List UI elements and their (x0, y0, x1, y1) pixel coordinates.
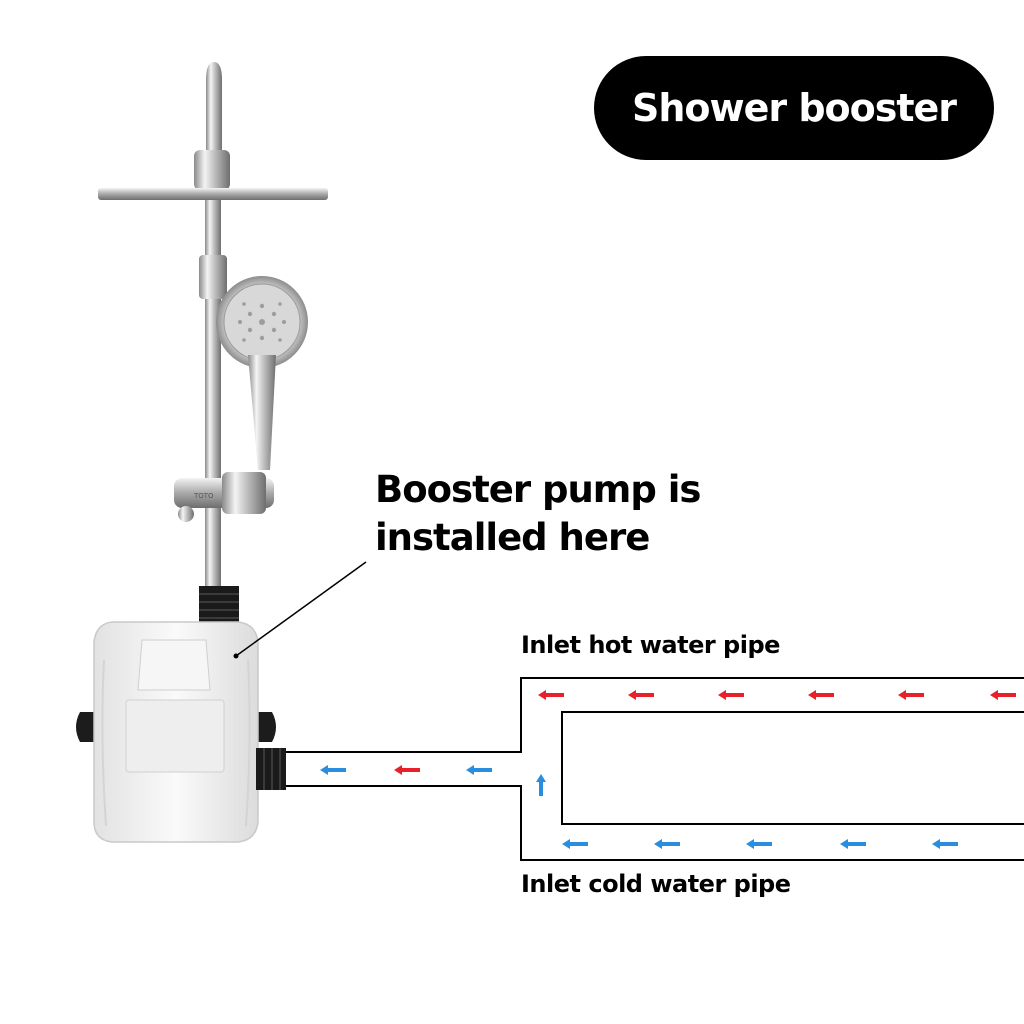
callout-leader-line (235, 561, 367, 657)
pump-front-panel (125, 699, 225, 773)
pump-location-callout: Booster pump is installed here (375, 466, 701, 562)
callout-line-2: installed here (375, 516, 650, 559)
cold-arrow (654, 839, 680, 849)
hot-arrow (538, 690, 564, 700)
hot-pipe-outer-edge (286, 677, 1024, 753)
callout-line-1: Booster pump is (375, 468, 701, 511)
mixed-flow-arrows (320, 765, 492, 775)
shower-column: TOTO (98, 62, 328, 624)
cold-arrow (932, 839, 958, 849)
hot-arrow (808, 690, 834, 700)
upper-holder (199, 255, 227, 299)
gooseneck (206, 62, 222, 160)
cold-arrow (840, 839, 866, 849)
hot-arrow (898, 690, 924, 700)
hot-arrow (394, 765, 420, 775)
hot-arrow (990, 690, 1016, 700)
faucet-brand-mark: TOTO (193, 492, 214, 500)
hot-pipe-label: Inlet hot water pipe (521, 631, 780, 659)
rain-head-connector (194, 150, 230, 190)
hot-arrow (628, 690, 654, 700)
shower-handle (248, 355, 276, 470)
cold-pipe-label: Inlet cold water pipe (521, 870, 791, 898)
pump-inlet-connector (256, 748, 286, 790)
booster-pump (76, 621, 286, 843)
pipe-network (286, 677, 1024, 861)
cold-pipe-outer-edge (286, 785, 1024, 861)
cold-arrow (746, 839, 772, 849)
diagram-title: Shower booster (631, 86, 957, 130)
cold-arrow (320, 765, 346, 775)
hot-water-flow-arrows (538, 690, 1016, 700)
cold-arrow-up (536, 774, 546, 796)
cold-water-flow-arrows (536, 774, 958, 849)
hot-arrow (718, 690, 744, 700)
cold-arrow (562, 839, 588, 849)
cold-arrow (466, 765, 492, 775)
pipe-inner-edge (561, 711, 1024, 825)
rain-shower-head (98, 188, 328, 200)
title-pill: Shower booster (594, 56, 994, 160)
